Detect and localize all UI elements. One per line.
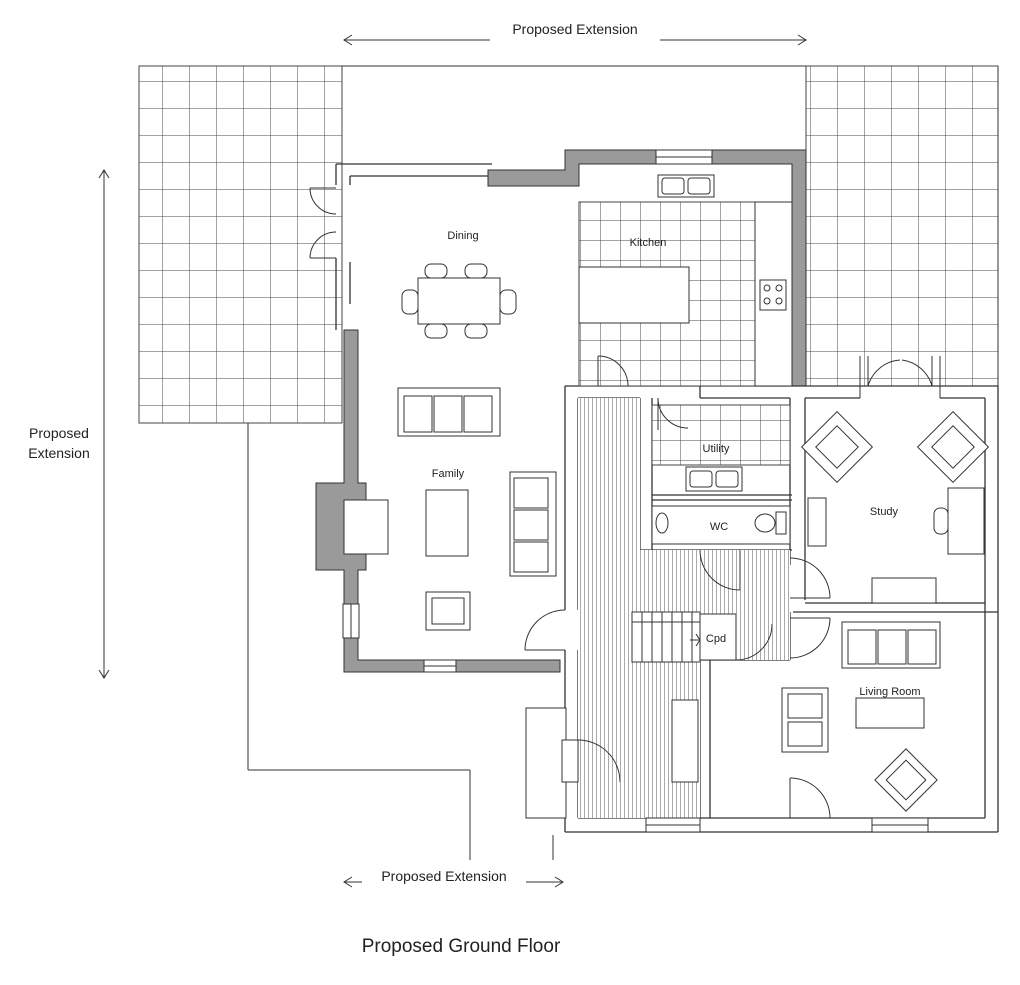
family-sofa-side <box>509 471 557 577</box>
dimension-top <box>343 30 807 48</box>
study-french-doors <box>859 356 941 398</box>
utility-sink <box>685 466 743 492</box>
room-label-study: Study <box>870 506 899 518</box>
room-label-living: Living Room <box>859 686 920 698</box>
study-furniture <box>800 410 990 604</box>
room-label-utility: Utility <box>703 443 730 455</box>
room-label-cpd: Cpd <box>706 633 726 645</box>
family-sofa-top <box>397 387 501 437</box>
site-boundary <box>247 65 999 860</box>
patio-right <box>805 65 999 387</box>
hall-table <box>671 699 699 783</box>
coffee-table <box>425 489 469 557</box>
hob <box>759 279 787 311</box>
room-label-family: Family <box>432 468 465 480</box>
drawing-title: Proposed Ground Floor <box>362 936 561 957</box>
extension-left-label-line2: Extension <box>28 445 89 461</box>
patio-left <box>138 65 343 424</box>
kitchen-island <box>578 266 690 324</box>
dimension-left <box>98 169 110 679</box>
dimension-bottom <box>343 868 564 888</box>
extension-left-label-line1: Proposed <box>29 425 89 441</box>
room-label-dining: Dining <box>447 230 478 242</box>
extension-top-label: Proposed Extension <box>512 21 637 37</box>
extension-bottom-label: Proposed Extension <box>381 868 506 884</box>
hall-floorboards <box>578 398 640 818</box>
room-label-kitchen: Kitchen <box>630 237 667 249</box>
french-doors-dining <box>309 187 337 259</box>
family-armchair <box>425 591 471 631</box>
door-swings <box>524 355 831 819</box>
wc-fixtures <box>651 505 791 545</box>
living-furniture <box>781 621 941 833</box>
room-label-wc: WC <box>710 521 728 533</box>
extension-walls <box>315 149 807 673</box>
dining-table-set <box>401 263 517 339</box>
utility-tiles <box>651 404 791 466</box>
kitchen-sink <box>657 174 715 198</box>
stairs <box>631 611 701 663</box>
porch <box>525 707 567 819</box>
